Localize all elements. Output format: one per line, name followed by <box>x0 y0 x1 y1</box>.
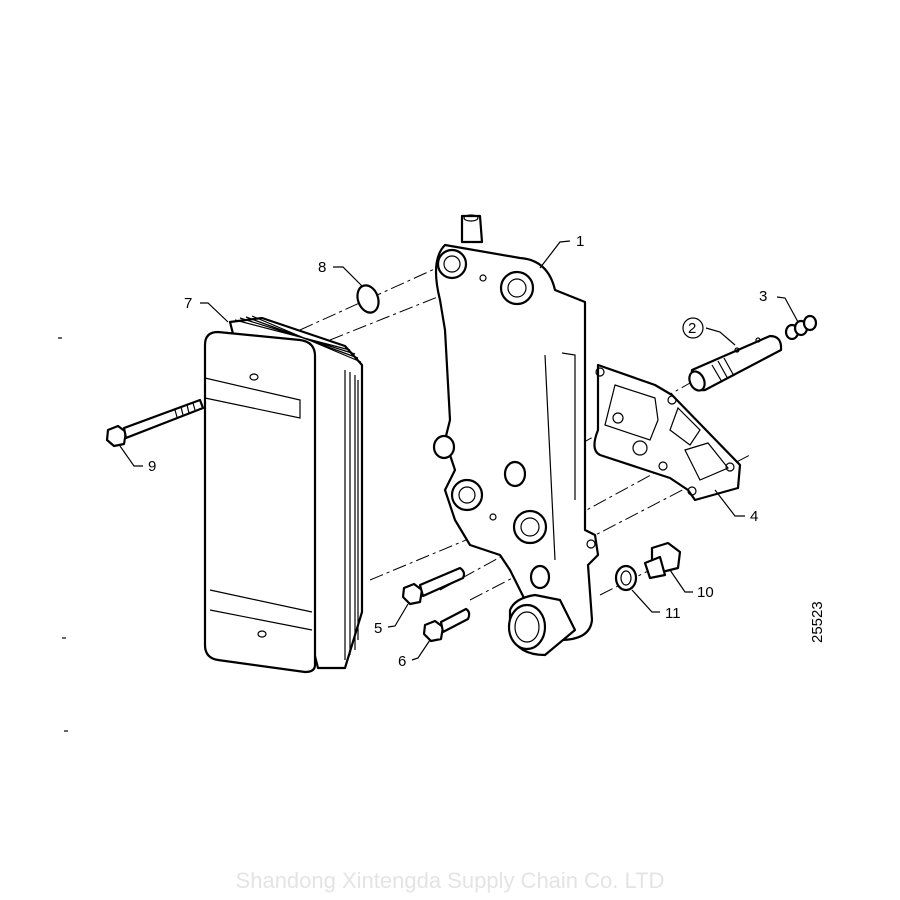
callout-10: 10 <box>697 584 714 601</box>
plug-part-10 <box>643 541 682 580</box>
callout-4: 4 <box>750 508 758 525</box>
callout-8: 8 <box>318 259 326 276</box>
callout-2: 2 <box>688 320 696 337</box>
oil-filter-housing-part-1 <box>432 214 600 657</box>
bolt-part-9 <box>105 398 205 448</box>
callout-7: 7 <box>184 295 192 312</box>
washers-part-3 <box>784 314 818 341</box>
figure-number: 25523 <box>809 601 826 643</box>
valve-part-2 <box>688 334 783 392</box>
callout-1: 1 <box>576 233 584 250</box>
seal-ring-part-11 <box>614 564 638 592</box>
callout-11: 11 <box>665 605 681 622</box>
callout-3: 3 <box>759 288 767 305</box>
callout-5: 5 <box>374 620 382 637</box>
bolt-part-6 <box>422 607 471 643</box>
bolt-part-5 <box>401 566 466 606</box>
watermark: Shandong Xintengda Supply Chain Co. LTD <box>235 868 665 893</box>
gasket-part-4 <box>593 363 742 502</box>
callout-6: 6 <box>398 653 406 670</box>
oil-cooler-part-7 <box>203 315 364 674</box>
callout-9: 9 <box>148 458 156 475</box>
scan-marks <box>58 337 68 732</box>
o-ring-part-8 <box>356 284 380 314</box>
leader-lines <box>119 240 799 661</box>
